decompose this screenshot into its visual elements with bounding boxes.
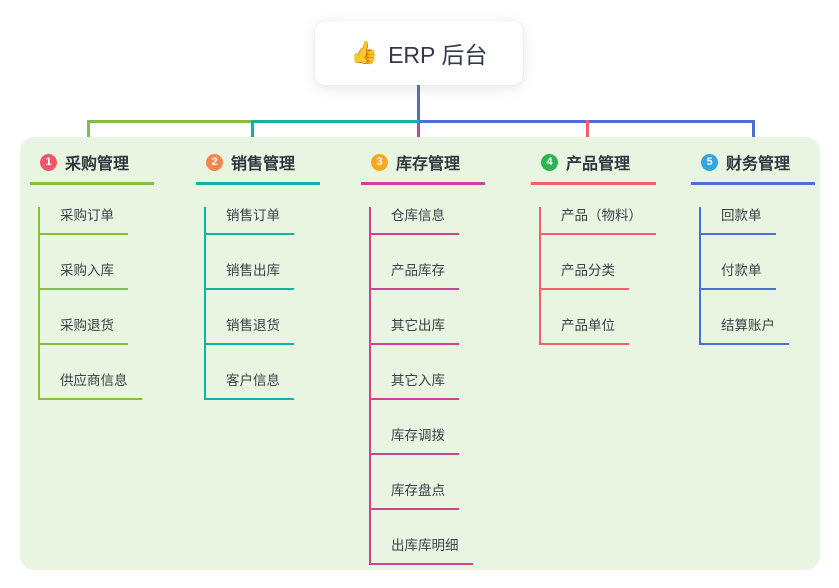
subtopic[interactable]: 销售订单 bbox=[206, 207, 294, 235]
branch-number-badge: 2 bbox=[206, 153, 223, 171]
root-topic[interactable]: 👍 ERP 后台 bbox=[315, 21, 523, 85]
subtopic[interactable]: 客户信息 bbox=[206, 372, 294, 400]
branch-number-badge: 4 bbox=[541, 153, 558, 171]
root-title: ERP 后台 bbox=[388, 42, 488, 68]
subtopic[interactable]: 结算账户 bbox=[701, 317, 789, 345]
branch-children-product: 产品（物料） 产品分类产品单位 bbox=[539, 207, 656, 345]
branch-topic-inventory[interactable]: 3 库存管理 bbox=[361, 148, 485, 185]
branch-label: 财务管理 bbox=[726, 156, 791, 173]
branch-label: 采购管理 bbox=[65, 156, 130, 173]
branch-label: 产品管理 bbox=[566, 156, 631, 173]
connector-segment-purchase bbox=[88, 120, 253, 123]
branch-product: 4 产品管理产品（物料） 产品分类产品单位 bbox=[531, 148, 656, 345]
branch-finance: 5 财务管理回款单付款单结算账户 bbox=[691, 148, 815, 345]
subtopic[interactable]: 产品单位 bbox=[541, 317, 629, 345]
connector-segment-sales bbox=[253, 120, 419, 123]
branch-children-inventory: 仓库信息产品库存其它出库其它入库库存调拨库存盘点出库库明细 bbox=[369, 207, 473, 565]
subtopic[interactable]: 其它出库 bbox=[371, 317, 459, 345]
branch-number-badge: 1 bbox=[40, 153, 57, 171]
connector-drop-inventory bbox=[417, 123, 420, 150]
subtopic[interactable]: 采购订单 bbox=[40, 207, 128, 235]
connector-drop-finance bbox=[752, 120, 755, 150]
subtopic[interactable]: 产品（物料） bbox=[541, 207, 656, 235]
subtopic[interactable]: 销售出库 bbox=[206, 262, 294, 290]
subtopic[interactable]: 仓库信息 bbox=[371, 207, 459, 235]
branch-number-badge: 3 bbox=[371, 153, 388, 171]
branch-topic-product[interactable]: 4 产品管理 bbox=[531, 148, 656, 185]
branch-sales: 2 销售管理销售订单销售出库销售退货客户信息 bbox=[196, 148, 320, 400]
branch-topic-finance[interactable]: 5 财务管理 bbox=[691, 148, 815, 185]
root-connector-line bbox=[417, 85, 420, 121]
subtopic[interactable]: 库存盘点 bbox=[371, 482, 459, 510]
branch-purchase: 1 采购管理采购订单采购入库采购退货供应商信息 bbox=[30, 148, 154, 400]
branches-panel bbox=[20, 137, 820, 570]
subtopic[interactable]: 产品分类 bbox=[541, 262, 629, 290]
subtopic[interactable]: 其它入库 bbox=[371, 372, 459, 400]
connector-drop-purchase bbox=[87, 120, 90, 150]
subtopic[interactable]: 回款单 bbox=[701, 207, 776, 235]
branch-children-finance: 回款单付款单结算账户 bbox=[699, 207, 789, 345]
subtopic[interactable]: 付款单 bbox=[701, 262, 776, 290]
branch-label: 库存管理 bbox=[396, 156, 461, 173]
connector-drop-sales bbox=[251, 120, 254, 150]
subtopic[interactable]: 出库库明细 bbox=[371, 537, 473, 565]
connector-drop-product bbox=[586, 120, 589, 150]
subtopic[interactable]: 采购退货 bbox=[40, 317, 128, 345]
branch-children-sales: 销售订单销售出库销售退货客户信息 bbox=[204, 207, 294, 400]
branch-inventory: 3 库存管理仓库信息产品库存其它出库其它入库库存调拨库存盘点出库库明细 bbox=[361, 148, 485, 565]
subtopic[interactable]: 产品库存 bbox=[371, 262, 459, 290]
branch-label: 销售管理 bbox=[231, 156, 296, 173]
subtopic[interactable]: 库存调拨 bbox=[371, 427, 459, 455]
branch-topic-sales[interactable]: 2 销售管理 bbox=[196, 148, 320, 185]
branch-topic-purchase[interactable]: 1 采购管理 bbox=[30, 148, 154, 185]
branch-number-badge: 5 bbox=[701, 153, 718, 171]
branch-children-purchase: 采购订单采购入库采购退货供应商信息 bbox=[38, 207, 142, 400]
subtopic[interactable]: 供应商信息 bbox=[40, 372, 142, 400]
thumbs-up-icon: 👍 bbox=[350, 40, 379, 65]
subtopic[interactable]: 采购入库 bbox=[40, 262, 128, 290]
subtopic[interactable]: 销售退货 bbox=[206, 317, 294, 345]
